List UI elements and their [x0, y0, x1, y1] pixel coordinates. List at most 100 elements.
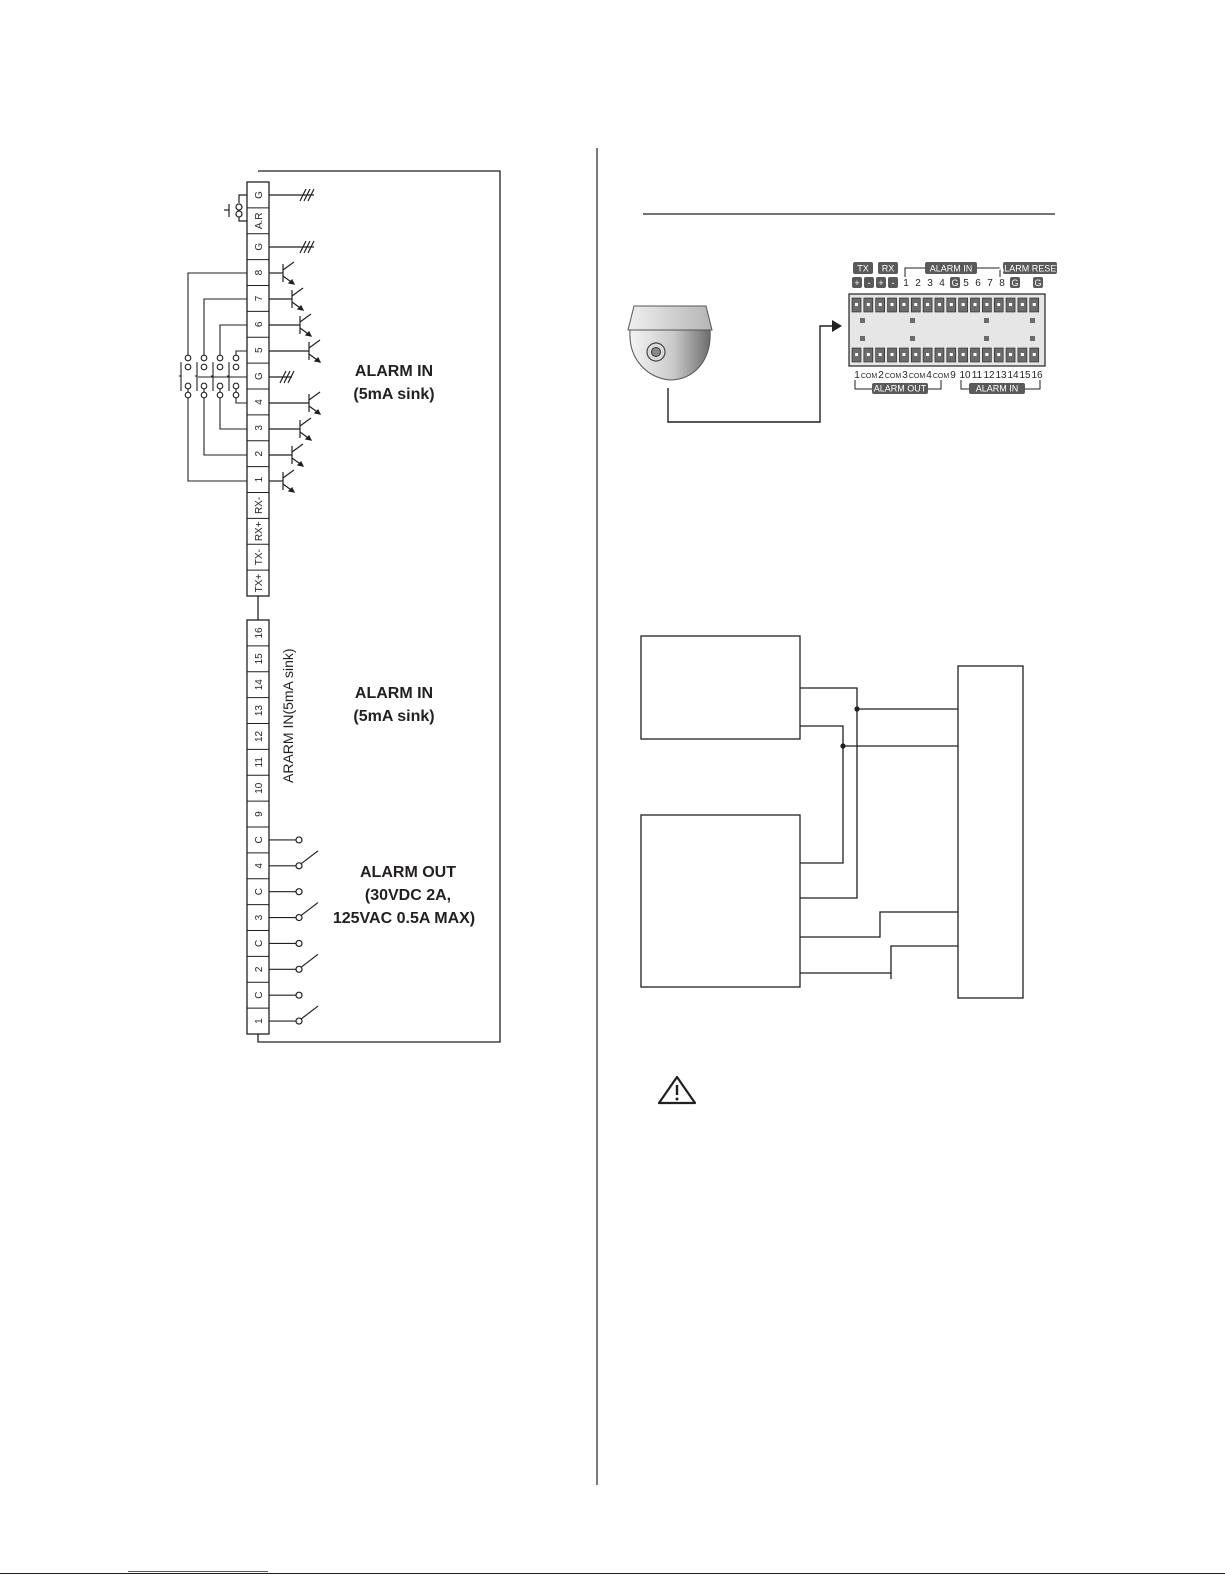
screw-head — [1032, 303, 1036, 306]
pin-label: 10 — [254, 782, 265, 794]
screw-head — [961, 303, 965, 306]
lower-pin-7: 9 — [247, 800, 269, 817]
terminal-bottom-number: 4 — [926, 370, 932, 381]
screw-head — [1009, 303, 1013, 306]
upper-pin-9: 3 — [247, 414, 269, 431]
alarm-in-bottom-badge — [969, 383, 1025, 394]
terminal-bottom-number: COM — [933, 373, 950, 380]
terminal-mark — [984, 336, 989, 341]
device-box-right — [957, 665, 1024, 999]
terminal-top-screws — [851, 297, 1040, 313]
alarm-in-upper-label-2: (5mA sink) — [353, 386, 434, 403]
pin-label: RX- — [254, 497, 265, 514]
terminal-top-number: 6 — [975, 278, 981, 289]
terminal-badge — [950, 277, 960, 288]
terminal-badge — [852, 277, 862, 288]
terminal-mark — [860, 336, 865, 341]
relay-contact-icon — [269, 836, 319, 870]
pin-label: 6 — [254, 321, 265, 327]
terminal-mark — [1030, 318, 1035, 323]
upper-pin-4: 7 — [247, 285, 269, 301]
alarm-in-top-label: ALARM IN — [930, 264, 973, 274]
lower-pin-9: 4 — [247, 852, 269, 869]
pin-label: G — [254, 243, 265, 251]
transistor-icon — [269, 443, 305, 467]
screw-head — [973, 353, 977, 356]
terminal-badge — [888, 277, 898, 288]
upper-pin-2: G — [247, 233, 269, 251]
screw-head — [1032, 353, 1036, 356]
pin-label: 9 — [254, 811, 265, 817]
screw-head — [973, 303, 977, 306]
upper-pin-15: TX+ — [247, 569, 269, 593]
lower-pin-11: 3 — [247, 904, 269, 920]
screw-head — [855, 353, 858, 356]
relay-contact-icon — [269, 939, 319, 973]
terminal-top-number: G — [1034, 278, 1041, 288]
screw-head — [937, 303, 941, 306]
screw-head — [949, 353, 953, 356]
terminal-bottom-number: 1 — [854, 370, 860, 381]
transistor-icon — [269, 391, 322, 415]
pin-label: G — [254, 191, 265, 199]
footer-link-underline[interactable] — [128, 1571, 268, 1572]
terminal-top-number: 3 — [927, 278, 933, 289]
pin-label: TX+ — [254, 574, 265, 593]
page-bottom-rule — [0, 1573, 1225, 1574]
upper-pin-14: TX- — [247, 543, 269, 565]
screw-head — [878, 303, 882, 306]
terminal-top-number: G — [951, 278, 958, 288]
screw-head — [997, 353, 1001, 356]
terminal-bottom-number: 3 — [902, 370, 908, 381]
terminal-top-number: + — [854, 278, 859, 288]
ground-icon — [269, 188, 315, 202]
upper-pin-5: 6 — [247, 310, 269, 327]
pin-label: C — [254, 940, 265, 947]
pin-label: RX+ — [254, 521, 265, 541]
alarm-in-bottom-label: ALARM IN — [976, 384, 1019, 394]
pin-label: C — [254, 992, 265, 999]
pin-label: 7 — [254, 295, 265, 301]
terminal-bottom-number: 14 — [1007, 370, 1019, 381]
dome-camera — [627, 305, 713, 381]
terminal-bottom-number: 12 — [983, 370, 995, 381]
lower-pin-6: 10 — [247, 774, 269, 794]
transistor-icon — [269, 287, 305, 311]
wire-a — [800, 687, 858, 899]
pin-label: 5 — [254, 347, 265, 353]
input-switch-icon — [179, 354, 192, 399]
device-box-bottom — [640, 814, 801, 988]
screw-head — [985, 303, 989, 306]
pin-label: 2 — [254, 450, 265, 456]
screw-head — [937, 353, 941, 356]
relay-contact-icon — [269, 991, 319, 1025]
screw-head — [855, 303, 858, 306]
transistor-icon — [269, 417, 313, 441]
ground-icon — [269, 240, 315, 254]
screw-head — [866, 353, 870, 356]
upper-pin-6: 5 — [247, 336, 269, 353]
warning-icon — [657, 1075, 697, 1105]
terminal-badge — [864, 277, 874, 288]
screw-head — [1020, 303, 1024, 306]
pin-label: 4 — [254, 863, 265, 869]
enclosure-outline — [257, 170, 501, 1043]
camera-cable — [667, 325, 832, 423]
lower-pin-14: C — [247, 981, 269, 999]
pin-label: 8 — [254, 269, 265, 275]
alarm-in-top-badge — [925, 262, 977, 274]
terminal-badge — [1010, 277, 1020, 288]
lower-pin-12: C — [247, 930, 269, 947]
alarm-out-label-1: ALARM OUT — [360, 864, 456, 881]
terminal-top-number: 1 — [903, 278, 909, 289]
lower-pin-0: 16 — [254, 627, 265, 639]
lower-pin-2: 14 — [247, 671, 269, 690]
screw-head — [914, 353, 918, 356]
terminal-top-number: G — [1011, 278, 1018, 288]
wire-b — [800, 725, 844, 864]
upper-pin-13: RX+ — [247, 517, 269, 541]
terminal-top-number: 4 — [939, 278, 945, 289]
wire-f — [800, 945, 958, 974]
